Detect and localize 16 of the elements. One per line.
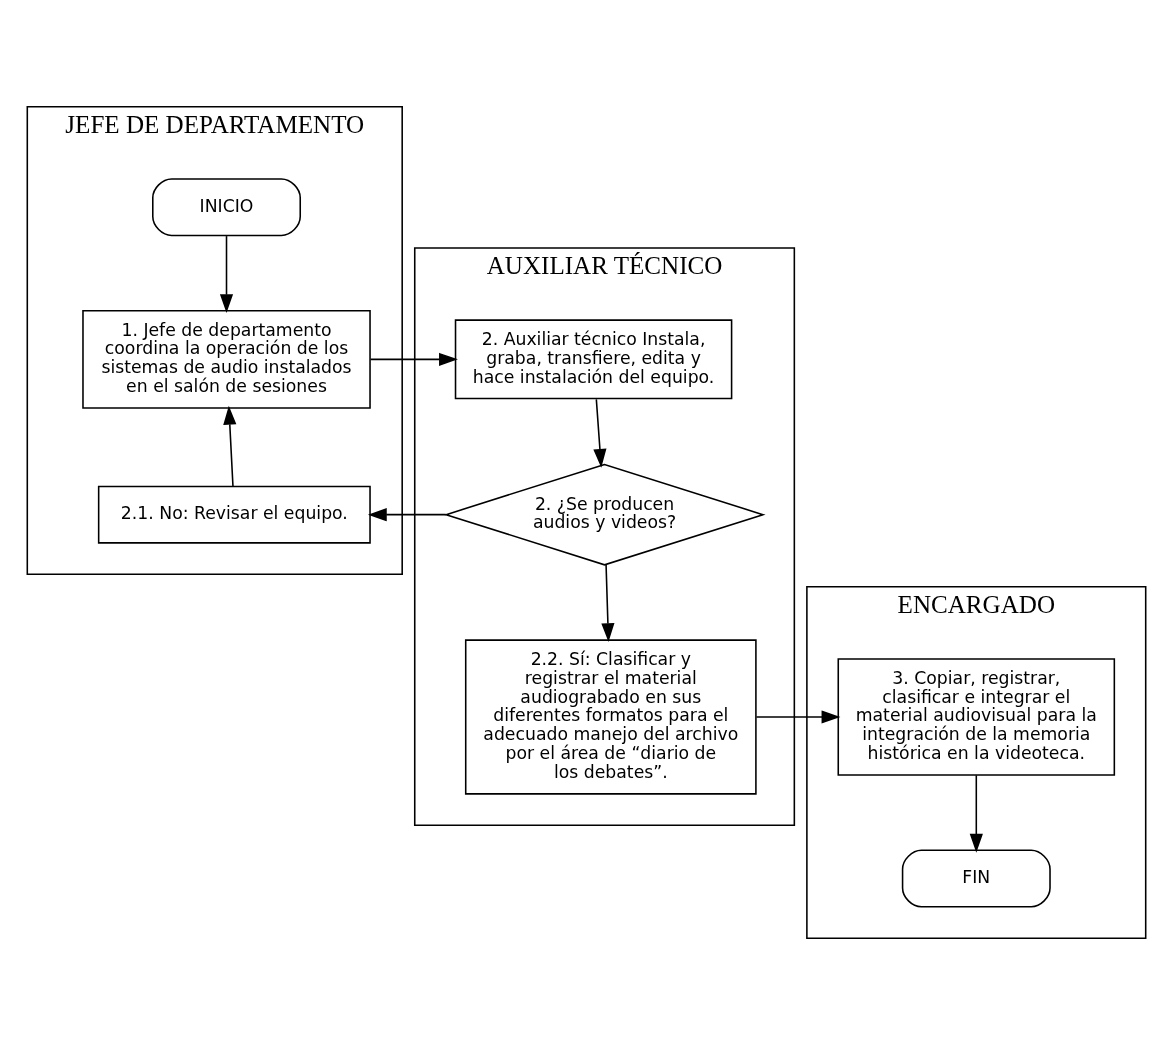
node-box: 2.2. Sí: Clasificar y registrar el material audiograbado en sus diferentes formatos para el adecuado manejo del archivo por el área de “diario de los debates”.: [464, 639, 757, 795]
arrow: [369, 352, 458, 366]
node-box: 3. Copiar, registrar, clasificar e integrar el material audiovisual para la integración de la memoria histórica en la videoteca.: [837, 658, 1116, 776]
arrow: [755, 710, 841, 724]
node-box: FIN: [901, 849, 1051, 908]
arrow: [593, 398, 607, 468]
arrow: [223, 405, 237, 487]
arrow: [219, 235, 234, 314]
arrow: [601, 563, 615, 643]
node-box: INICIO: [152, 178, 301, 237]
arrow: [969, 774, 983, 853]
node-box: 2.1. No: Revisar el equipo.: [97, 485, 371, 544]
node-diamond: 2. ¿Se producen audios y videos?: [443, 463, 766, 566]
node-box: 2. Auxiliar técnico Instala, graba, transfiere, edita y hace instalación del equipo.: [454, 319, 733, 400]
arrow: [367, 508, 447, 522]
node-box: 1. Jefe de departamento coordina la operación de los sistemas de audio instalados en el salón de sesiones: [82, 309, 371, 409]
